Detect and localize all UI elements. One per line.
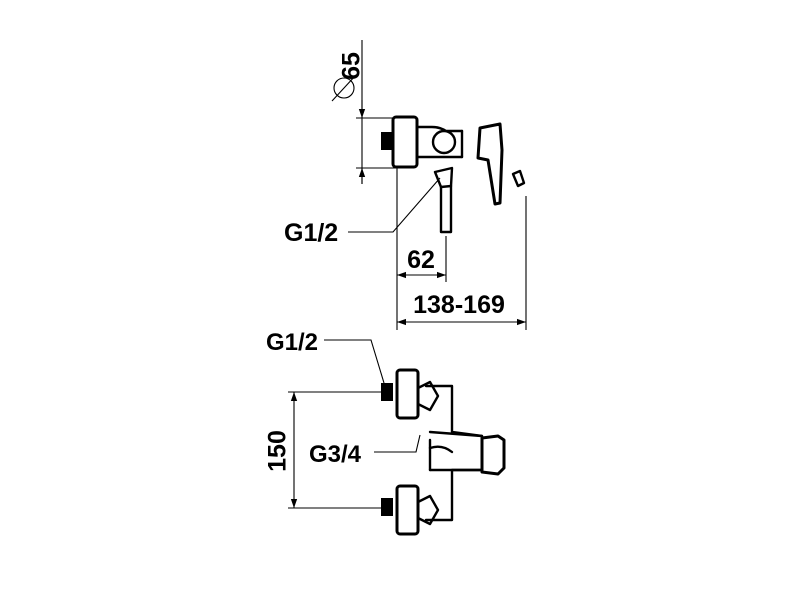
hose-connector <box>433 166 454 189</box>
diameter-label: 65 <box>338 52 366 80</box>
upper-nut <box>416 380 440 412</box>
upper-escutcheon <box>395 368 420 420</box>
side-view-fitting <box>381 115 526 234</box>
front-view: 150 G1/2 G3/4 <box>264 329 506 536</box>
depth-dimension: 62 <box>396 168 447 330</box>
centres-dimension: 150 <box>264 391 384 509</box>
body-hub <box>431 129 457 155</box>
lower-inlet <box>381 484 440 536</box>
side-inlet-thread-label: G1/2 <box>284 219 338 247</box>
diameter-symbol-icon <box>333 77 355 99</box>
centres-label: 150 <box>264 430 292 472</box>
lower-nut <box>416 494 440 526</box>
inlet-connector-stub <box>381 132 393 150</box>
side-view: 65 G1/2 62 <box>284 40 527 330</box>
front-lever-handle <box>480 434 506 476</box>
lower-inlet-stub <box>381 498 393 516</box>
upper-inlet-stub <box>381 383 393 401</box>
handle-tip-detail <box>511 169 526 188</box>
escutcheon-nut <box>391 115 419 169</box>
lower-escutcheon <box>395 484 420 536</box>
front-inlet-thread-label: G1/2 <box>266 329 318 356</box>
upper-inlet <box>381 368 440 420</box>
front-inlet-leader <box>324 339 385 384</box>
side-inlet-leader <box>348 177 441 233</box>
hose-outlet <box>439 184 453 234</box>
lever-handle <box>476 122 504 206</box>
front-inlet-thread-callout: G1/2 <box>266 329 385 384</box>
front-outlet-thread-label: G3/4 <box>309 441 362 468</box>
diameter-dimension: 65 <box>331 40 404 184</box>
mixer-body <box>424 384 506 522</box>
body-top-edge <box>415 125 464 133</box>
front-outlet-thread-callout: G3/4 <box>309 434 421 468</box>
projection-label: 138-169 <box>413 291 505 319</box>
body-detail-curve <box>428 445 454 454</box>
diameter-symbol-stroke <box>331 74 357 102</box>
mixer-body-outline <box>424 384 484 522</box>
side-inlet-thread-callout: G1/2 <box>284 177 441 247</box>
body-upper-bar <box>428 430 484 438</box>
depth-label: 62 <box>407 246 435 274</box>
front-outlet-leader <box>374 434 421 453</box>
projection-dimension: 138-169 <box>397 196 527 330</box>
